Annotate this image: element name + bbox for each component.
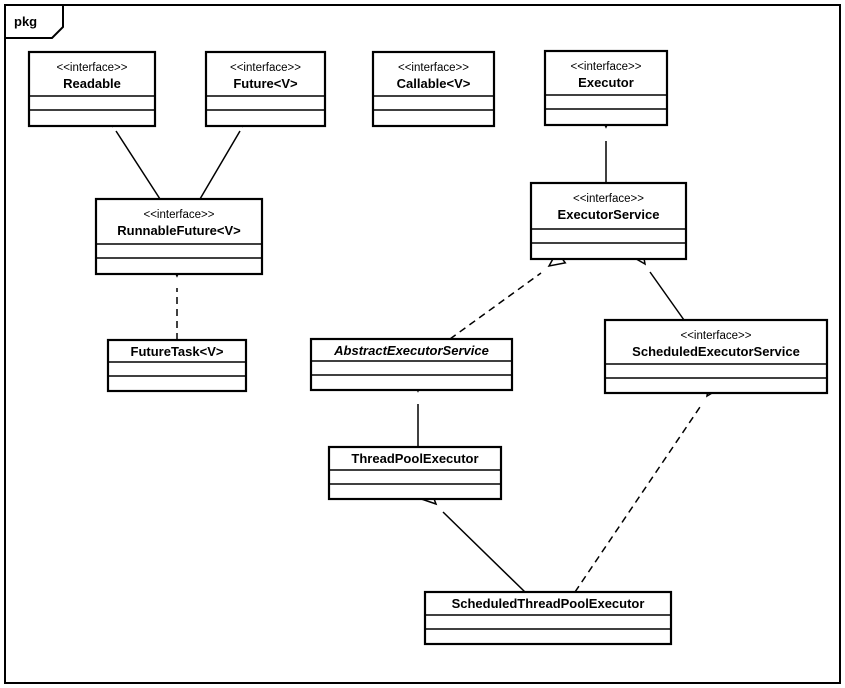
class-node-futuretask[interactable]: FutureTask<V> <box>106 338 248 393</box>
package-frame-tab <box>4 4 64 39</box>
class-node-scheduledthreadpoolexecutor[interactable]: ScheduledThreadPoolExecutor <box>423 590 673 646</box>
class-node-box <box>106 338 248 393</box>
edge-line-realization <box>449 272 542 340</box>
class-node-stereotype: <<interface>> <box>681 330 752 342</box>
class-node-box <box>309 337 514 392</box>
class-node-stereotype: <<interface>> <box>573 193 644 205</box>
class-node-executor[interactable]: <<interface>> Executor <box>543 49 669 127</box>
class-node-title: Executor <box>578 75 634 90</box>
class-node-future[interactable]: <<interface>> Future<V> <box>204 50 327 128</box>
class-node-box <box>371 50 496 128</box>
class-node-abstractexecutorservice[interactable]: AbstractExecutorService <box>309 337 514 392</box>
class-node-stereotype: <<interface>> <box>144 209 215 221</box>
edge-line-generalization <box>442 511 526 593</box>
class-node-title: FutureTask<V> <box>131 344 224 359</box>
class-node-box <box>27 50 157 128</box>
class-node-stereotype: <<interface>> <box>571 61 642 73</box>
edge-line-generalization <box>649 271 685 321</box>
class-node-box <box>543 49 669 127</box>
class-node-box <box>423 590 673 646</box>
package-frame-label: pkg <box>14 14 37 29</box>
class-node-title: ThreadPoolExecutor <box>351 451 478 466</box>
class-node-title: AbstractExecutorService <box>333 343 489 358</box>
class-node-title: Future<V> <box>233 76 298 91</box>
edge-line-realization <box>574 406 701 593</box>
class-node-stereotype: <<interface>> <box>398 62 469 74</box>
class-node-stereotype: <<interface>> <box>57 62 128 74</box>
class-node-box <box>204 50 327 128</box>
class-node-title: Readable <box>63 76 121 91</box>
class-node-stereotype: <<interface>> <box>230 62 301 74</box>
class-node-title: Callable<V> <box>397 76 471 91</box>
class-node-title: ScheduledExecutorService <box>632 344 800 359</box>
class-node-executorservice[interactable]: <<interface>> ExecutorService <box>529 181 688 261</box>
class-node-box <box>529 181 688 261</box>
class-node-title: ExecutorService <box>558 207 660 222</box>
class-node-title: ScheduledThreadPoolExecutor <box>452 596 645 611</box>
class-node-box <box>327 445 503 501</box>
edge-line-generalization <box>115 130 161 200</box>
class-node-scheduledexecutorservice[interactable]: <<interface>> ScheduledExecutorService <box>603 318 829 395</box>
class-node-readable[interactable]: <<interface>> Readable <box>27 50 157 128</box>
edge-line-generalization <box>199 130 241 200</box>
class-node-box <box>603 318 829 395</box>
nodes-layer: <<interface>> Readable <<interface>> Future… <box>27 49 829 646</box>
class-node-box <box>94 197 264 276</box>
class-node-callable[interactable]: <<interface>> Callable<V> <box>371 50 496 128</box>
class-node-title: RunnableFuture<V> <box>117 223 241 238</box>
class-node-threadpoolexecutor[interactable]: ThreadPoolExecutor <box>327 445 503 501</box>
class-node-runnablefuture[interactable]: <<interface>> RunnableFuture<V> <box>94 197 264 276</box>
